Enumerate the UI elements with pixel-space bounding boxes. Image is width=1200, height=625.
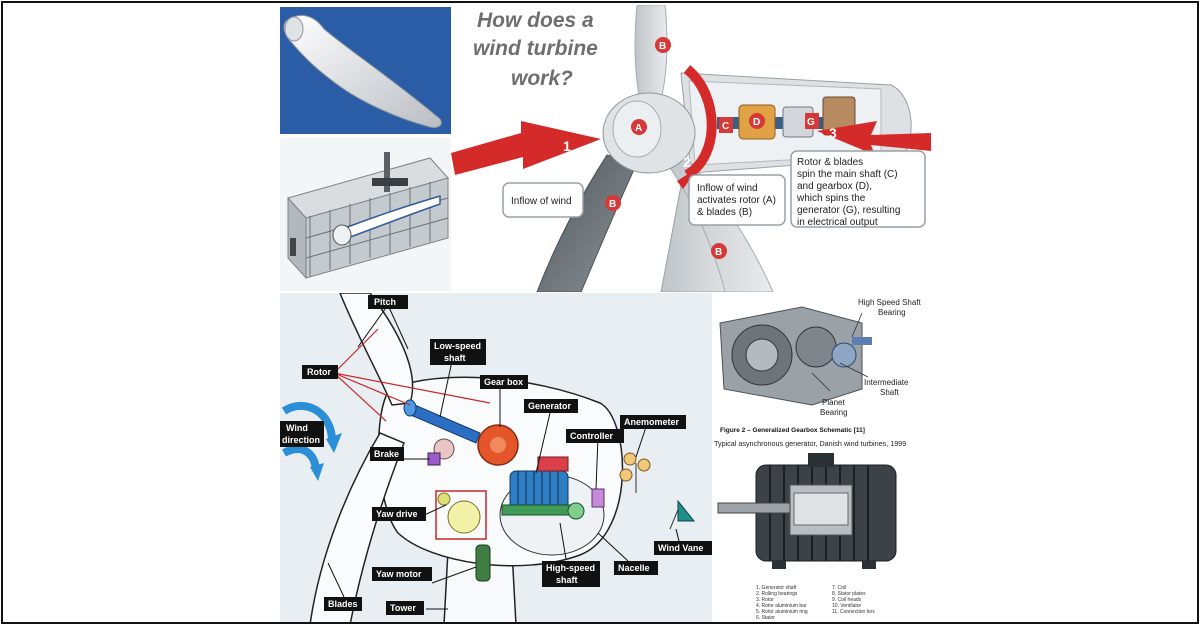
gearbox-label-high-speed-line-2: Bearing [878, 308, 906, 317]
label-B-left: B [605, 195, 621, 211]
callout-generator-line-2: spin the main shaft (C) [797, 169, 898, 180]
callout-generator-line-5: generator (G), resulting [797, 205, 900, 216]
callout-rotor-line-1: Inflow of wind [697, 183, 758, 194]
label-nacelle: Nacelle [618, 563, 650, 573]
gearbox-label-planet-line-1: Planet [822, 398, 845, 407]
gearbox-label-planet-line-2: Bearing [820, 408, 848, 417]
callout-generator [790, 150, 926, 228]
generator-legend-7: 7. Coil [832, 585, 846, 591]
generator-legend-4: 4. Rotor aluminium bar [756, 603, 807, 609]
label-blades: Blades [328, 599, 358, 609]
callout-rotor-line-3: & blades (B) [697, 207, 752, 218]
blade-factory-image [280, 138, 451, 291]
callout-generator-line-6: in electrical output [797, 217, 878, 228]
generator-legend-8: 8. Stator plates [832, 591, 866, 597]
step-3-number: 3 [829, 125, 837, 141]
gearbox-label-intermediate-line-2: Shaft [880, 388, 899, 397]
label-wind-direction-line-1: Wind [286, 423, 308, 433]
generator-legend-10: 10. Ventilator [832, 603, 862, 609]
arrow-1 [451, 121, 601, 175]
label-wind-direction-line-2: direction [282, 435, 320, 445]
callout-rotor [688, 174, 786, 226]
svg-text:B: B [609, 199, 616, 210]
svg-text:B: B [715, 247, 722, 258]
label-tower: Tower [390, 603, 416, 613]
svg-text:G: G [807, 117, 815, 128]
label-gear-box: Gear box [484, 377, 523, 387]
label-anemometer: Anemometer [624, 417, 680, 427]
nacelle-cutaway-diagram: Pitch Rotor Low-speed shaft Gear box Gen… [280, 293, 712, 622]
svg-text:D: D [753, 117, 760, 128]
turbine-title-line-3: work? [511, 67, 573, 90]
generator-legend-3: 3. Rotor [756, 597, 774, 603]
arrow-3 [817, 121, 931, 155]
step-2-number: 2 [683, 154, 691, 170]
label-yaw-motor: Yaw motor [376, 569, 422, 579]
generator-legend-6: 6. Stator [756, 615, 775, 621]
label-high-speed-shaft-line-2: shaft [556, 575, 578, 585]
how-turbine-works-diagram: How does a wind turbine work? [451, 5, 931, 292]
label-controller: Controller [570, 431, 613, 441]
label-high-speed-shaft-line-1: High-speed [546, 563, 595, 573]
gearbox-label-intermediate-line-1: Intermediate [864, 378, 909, 387]
step-1-number: 1 [563, 138, 571, 154]
generator-legend-1: 1. Generator shaft [756, 585, 797, 591]
generator-legend-2: 2. Rolling bearings [756, 591, 798, 597]
label-low-speed-shaft-line-2: shaft [444, 353, 466, 363]
label-rotor: Rotor [307, 367, 331, 377]
svg-text:B: B [659, 41, 666, 52]
generator-legend-5: 5. Rotor aluminium ring [756, 609, 808, 615]
label-wind-vane: Wind Vane [658, 543, 703, 553]
label-B-bottom: B [711, 243, 727, 259]
generator-caption: Typical asynchronous generator, Danish w… [714, 439, 906, 448]
label-B-top: B [655, 37, 671, 53]
svg-text:C: C [722, 121, 729, 132]
label-C: C [719, 117, 733, 133]
callout-generator-line-3: and gearbox (D), [797, 181, 872, 192]
turbine-title-line-1: How does a [477, 9, 594, 32]
callout-inflow [502, 182, 584, 218]
label-D: D [749, 113, 765, 129]
label-generator: Generator [528, 401, 572, 411]
label-brake: Brake [374, 449, 399, 459]
turbine-title-line-2: wind turbine [473, 37, 598, 60]
label-G: G [805, 113, 819, 129]
gearbox-schematic-figure: High Speed Shaft Bearing Intermediate Sh… [712, 293, 923, 435]
gearbox-label-high-speed-line-1: High Speed Shaft [858, 298, 921, 307]
callout-rotor-line-2: activates rotor (A) [697, 195, 776, 206]
label-low-speed-shaft-line-1: Low-speed [434, 341, 481, 351]
asynchronous-generator-figure: Typical asynchronous generator, Danish w… [712, 435, 923, 622]
svg-text:A: A [635, 123, 642, 134]
callout-inflow-text: Inflow of wind [511, 196, 572, 207]
callout-generator-line-1: Rotor & blades [797, 157, 863, 168]
generator-legend-11: 11. Connection box [832, 609, 875, 615]
generator-legend-9: 9. Coil heads [832, 597, 862, 603]
blade-render-image [280, 7, 451, 134]
label-pitch: Pitch [374, 297, 396, 307]
label-A: A [631, 119, 647, 135]
gearbox-caption: Figure 2 – Generalized Gearbox Schematic… [720, 427, 865, 434]
label-yaw-drive: Yaw drive [376, 509, 418, 519]
callout-generator-line-4: which spins the [796, 193, 866, 204]
